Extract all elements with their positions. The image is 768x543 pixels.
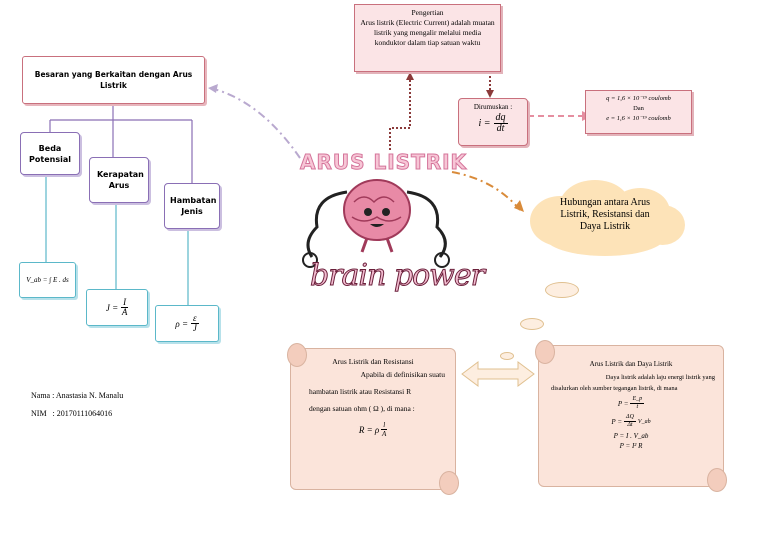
potential-difference-formula: V_ab = ∫ E . ds bbox=[19, 262, 76, 298]
j-numerator: I bbox=[121, 297, 129, 308]
p2-numerator: ΔQ bbox=[624, 414, 636, 422]
beda-potensial-label: Beda Potensial bbox=[29, 143, 71, 164]
dirumuskan-box: Dirumuskan : i = dq dt bbox=[458, 98, 528, 146]
rho-denominator: J bbox=[192, 323, 197, 333]
r-numerator: l bbox=[381, 421, 388, 430]
author-info: Nama : Anastasia N. Manalu NIM : 2017011… bbox=[31, 387, 123, 423]
p2-rhs: V_ab bbox=[637, 418, 651, 425]
resistance-body-2: hambatan listrik atau Resistansi R bbox=[309, 387, 412, 396]
main-topic-box: Besaran yang Berkaitan dengan Arus Listr… bbox=[22, 56, 205, 104]
cloud-text: Hubungan antara Arus Listrik, Resistansi… bbox=[560, 197, 650, 232]
resistivity-formula: ρ = ε J bbox=[155, 305, 219, 342]
p3-formula: P = I . V_ab bbox=[613, 432, 649, 440]
pengertian-box: Pengertian Arus listrik (Electric Curren… bbox=[354, 4, 501, 72]
pengertian-body: Arus listrik (Electric Current) adalah m… bbox=[360, 18, 495, 47]
central-title: ARUS LISTRIK bbox=[299, 150, 468, 175]
p1-denominator: t bbox=[636, 404, 639, 410]
i-numerator: dq bbox=[493, 112, 508, 124]
i-denominator: dt bbox=[496, 123, 505, 134]
pengertian-heading: Pengertian bbox=[411, 8, 444, 17]
r-lhs: R = ρ bbox=[358, 424, 380, 435]
hambatan-jenis-box: Hambatan Jenis bbox=[164, 183, 220, 229]
vab-formula-text: V_ab = ∫ E . ds bbox=[26, 276, 69, 284]
j-denominator: A bbox=[121, 307, 128, 317]
resistance-body-3: dengan satuan ohm ( Ω ), di mana : bbox=[309, 404, 415, 413]
resistance-body-1: Apabila di definisikan suatu bbox=[360, 370, 445, 379]
charges-dan: Dan bbox=[633, 105, 644, 112]
resistance-title: Arus Listrik dan Resistansi bbox=[332, 357, 414, 366]
rho-lhs: ρ = bbox=[175, 318, 189, 329]
author-name: Nama : Anastasia N. Manalu bbox=[31, 391, 124, 400]
p1-lhs: P = bbox=[617, 399, 629, 408]
power-scroll: Arus Listrik dan Daya Listrik Daya listr… bbox=[535, 340, 727, 492]
brain-illustration bbox=[302, 179, 450, 268]
resistance-scroll: Arus Listrik dan Resistansi Apabila di d… bbox=[287, 343, 459, 495]
p1-numerator: E_p bbox=[630, 396, 645, 404]
p4-formula: P = I² R bbox=[619, 442, 643, 450]
author-nim: NIM : 20170111064016 bbox=[31, 409, 113, 418]
double-arrow-icon bbox=[461, 361, 535, 387]
power-title: Arus Listrik dan Daya Listrik bbox=[589, 360, 673, 368]
brain-power-text: brain power bbox=[310, 258, 486, 294]
beda-potensial-box: Beda Potensial bbox=[20, 132, 80, 175]
kerapatan-arus-label: Kerapatan Arus bbox=[97, 170, 144, 190]
dirumuskan-label: Dirumuskan : bbox=[473, 103, 513, 111]
kerapatan-arus-box: Kerapatan Arus bbox=[89, 157, 149, 203]
rho-numerator: ε bbox=[191, 313, 199, 324]
i-lhs: i = bbox=[478, 118, 491, 129]
q-value: q = 1,6 × 10⁻¹⁹ coulomb bbox=[606, 95, 671, 102]
e-value: e = 1,6 × 10⁻¹⁹ coulomb bbox=[606, 115, 671, 122]
r-denominator: A bbox=[382, 430, 387, 438]
main-topic-label: Besaran yang Berkaitan dengan Arus Listr… bbox=[34, 70, 193, 90]
hambatan-jenis-label: Hambatan Jenis bbox=[170, 196, 217, 216]
current-density-formula: J = I A bbox=[86, 289, 148, 326]
charges-box: q = 1,6 × 10⁻¹⁹ coulomb Dan e = 1,6 × 10… bbox=[585, 90, 692, 134]
p2-denominator: Δt bbox=[627, 422, 633, 428]
power-body-2: disalurkan oleh sumber tegangan listrik,… bbox=[551, 385, 678, 392]
j-lhs: J = bbox=[105, 302, 119, 313]
p2-lhs: P = bbox=[611, 417, 623, 426]
power-body-1: Daya listrik adalah laju energi listrik … bbox=[605, 374, 715, 381]
